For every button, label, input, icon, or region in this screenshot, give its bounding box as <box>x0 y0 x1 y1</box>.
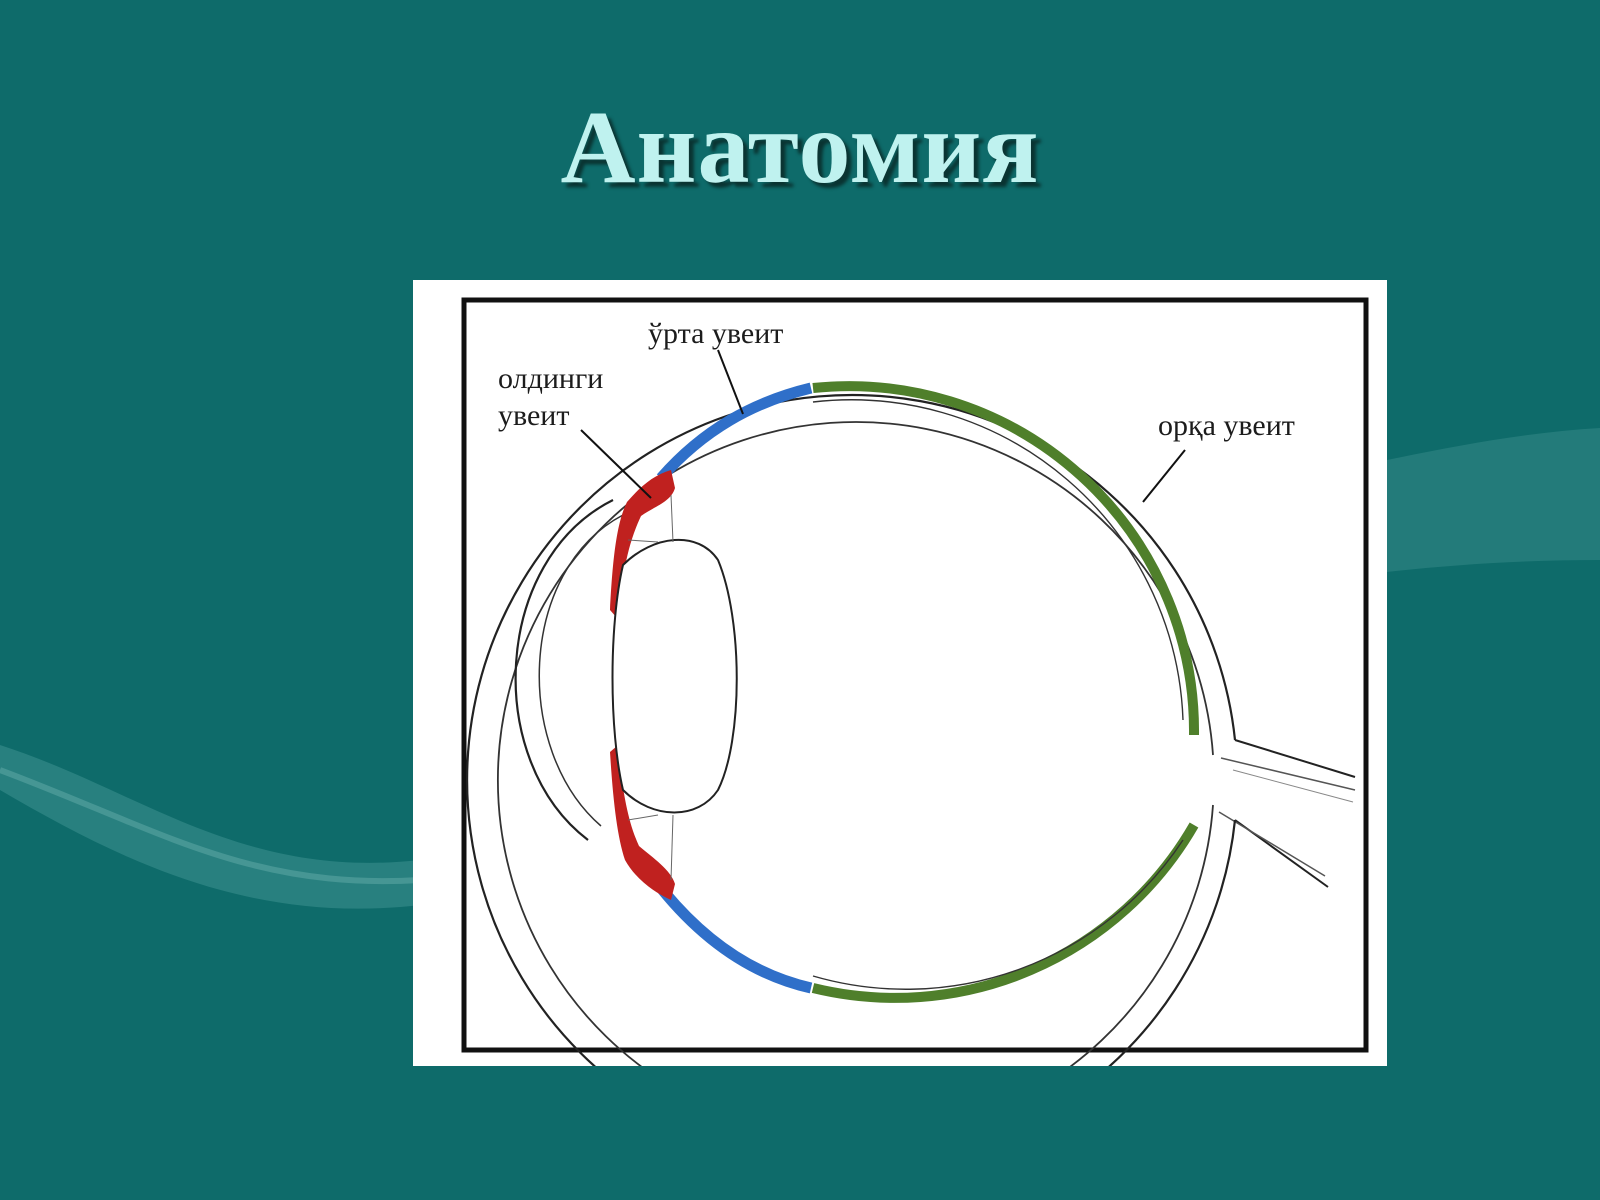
intermediate-zone-bottom <box>656 884 813 994</box>
zonule-fibers <box>627 494 674 881</box>
sclera-inner <box>496 421 1214 1066</box>
lens <box>611 539 738 814</box>
leader-intermediate <box>717 349 744 415</box>
choroid-posterior-top <box>812 381 1200 736</box>
label-anterior-line2: увеит <box>498 399 569 432</box>
anterior-zone-bottom <box>610 746 675 900</box>
diagram-frame <box>461 297 1369 1053</box>
label-anterior-line1: олдинги <box>498 362 603 395</box>
optic-nerve <box>1218 739 1356 888</box>
cornea-inner <box>538 514 624 827</box>
retina-bottom <box>812 839 1184 990</box>
slide-title: Анатомия <box>560 90 1040 205</box>
retina-top <box>812 399 1184 721</box>
cornea-outer <box>514 499 614 841</box>
anterior-zone-top <box>610 470 675 618</box>
eye-diagram: олдинги увеит ўрта увеит орқа увеит <box>461 297 1369 1066</box>
label-posterior: орқа увеит <box>1158 409 1295 442</box>
intermediate-zone-top <box>656 382 813 482</box>
leader-anterior <box>580 429 652 499</box>
figure-panel: олдинги увеит ўрта увеит орқа увеит <box>413 280 1387 1066</box>
choroid-posterior-bottom <box>811 822 1199 1003</box>
label-intermediate: ўрта увеит <box>648 317 783 350</box>
sclera-outer <box>465 393 1237 1066</box>
leader-posterior <box>1142 449 1186 503</box>
